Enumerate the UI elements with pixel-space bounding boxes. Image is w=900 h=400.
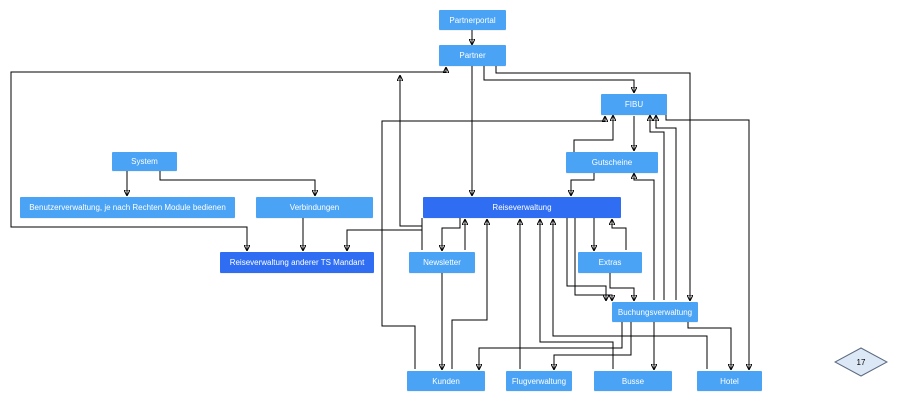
node-extras[interactable]: Extras [578,252,642,273]
node-label: Newsletter [423,258,461,267]
edge-partner-fibu [483,66,634,92]
edge-busse-reise [540,220,614,369]
node-label: Benutzerverwaltung, je nach Rechten Modu… [29,203,226,212]
node-fibu[interactable]: FIBU [601,94,667,115]
edge-kunden-reise [451,220,487,369]
node-label: Busse [621,376,645,386]
edge-system-verbindungen [159,171,315,195]
node-reiseverwaltung[interactable]: Reiseverwaltung [423,197,621,218]
node-verbindungen[interactable]: Verbindungen [256,197,373,218]
edge-reise-reiseanderer [347,218,423,250]
edge-buchung-flug [554,322,632,369]
node-reiseverwaltung-anderer-ts-mandant[interactable]: Reiseverwaltung anderer TS Mandant [220,252,374,273]
edge-reise-newsletter [442,218,461,250]
edge-gutscheine-reise [571,173,595,195]
node-label: Partnerportal [449,15,496,25]
node-partnerportal[interactable]: Partnerportal [439,10,506,30]
edge-buchung-fibu-2 [656,116,677,300]
node-flugverwaltung[interactable]: Flugverwaltung [506,371,572,391]
edge-reise-buchung-b [566,218,606,300]
node-newsletter[interactable]: Newsletter [409,252,475,273]
edge-newsletter-partner [400,76,423,250]
node-kunden[interactable]: Kunden [407,371,485,391]
node-partner[interactable]: Partner [439,45,506,66]
node-system[interactable]: System [112,152,177,171]
edge-buchung-kunden [479,322,623,369]
edge-hotel-reise [553,220,708,369]
node-benutzerverwaltung[interactable]: Benutzerverwaltung, je nach Rechten Modu… [20,197,235,218]
node-label: Kunden [432,376,460,386]
edge-gutscheine-fibu [573,116,613,152]
node-label: Partner [459,51,486,60]
edge-buchung-hotel [687,322,731,369]
node-label: Hotel [720,376,739,386]
edge-extras-reise [612,220,627,250]
node-gutscheine[interactable]: Gutscheine [566,152,658,173]
node-hotel[interactable]: Hotel [697,371,762,391]
page-number: 17 [856,357,866,367]
edge-partner-buchungsverwaltung [495,66,690,300]
edge-partner-left-loop [10,68,446,250]
edge-kunden-fibu [381,117,605,369]
edge-extras-buchung [609,273,634,300]
node-label: Buchungsverwaltung [617,307,693,317]
edge-reise-buchung [574,218,612,300]
diamond-shape [834,347,888,377]
edge-buchung-gutscheine [634,174,655,300]
edge-fibu-hotel [665,112,749,369]
page-number-badge: 17 [834,347,888,377]
node-label: Reiseverwaltung [492,203,552,212]
node-label: Verbindungen [289,203,340,212]
node-label: Gutscheine [591,158,633,167]
node-label: System [131,157,158,166]
edge-buchung-fibu-1 [650,116,665,300]
node-label: Extras [598,258,622,267]
node-label: Flugverwaltung [511,376,567,386]
node-busse[interactable]: Busse [594,371,672,391]
edge-loop-to-reise-anderer [11,226,247,250]
node-buchungsverwaltung[interactable]: Buchungsverwaltung [612,302,698,322]
node-label: FIBU [624,100,644,109]
node-label: Reiseverwaltung anderer TS Mandant [229,258,365,267]
